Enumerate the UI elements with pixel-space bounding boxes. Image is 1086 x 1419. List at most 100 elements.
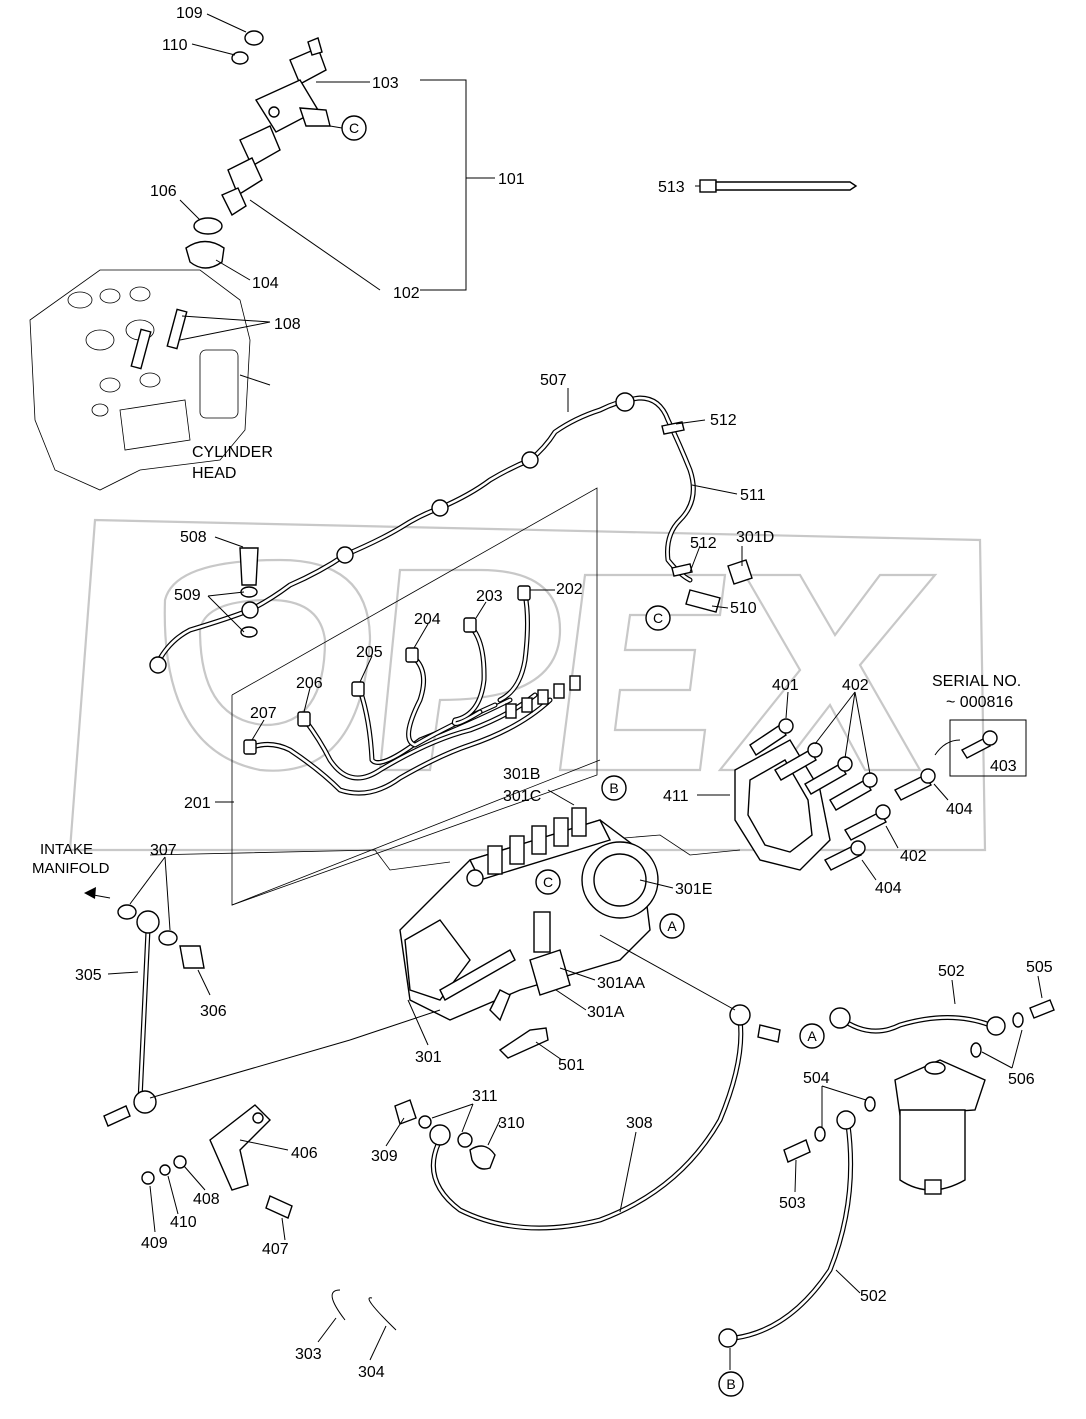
clip-303 <box>331 1289 346 1321</box>
callout: 207 <box>250 705 277 722</box>
svg-text:C: C <box>653 610 663 626</box>
serial-number-note: SERIAL NO. <box>932 673 1021 690</box>
opex-watermark <box>68 518 987 852</box>
callout: 509 <box>174 587 201 604</box>
callout: 301E <box>675 881 712 898</box>
callout: 512 <box>690 535 717 552</box>
callout: 307 <box>150 842 177 859</box>
intake-manifold-note: MANIFOLD <box>32 860 110 877</box>
injection-pump <box>399 807 659 1022</box>
injection-pipes <box>243 585 581 796</box>
callout: 301A <box>587 1004 625 1021</box>
callout: 301 <box>415 1049 442 1066</box>
callout: 206 <box>296 675 323 692</box>
callout: 503 <box>779 1195 806 1212</box>
injector-nozzle <box>221 37 331 217</box>
fuel-pipe-502 <box>718 999 1055 1348</box>
connector-a-pump: A <box>659 913 685 939</box>
pump-frame <box>149 487 741 906</box>
fuel-filter <box>894 1059 986 1195</box>
callout: 106 <box>150 183 177 200</box>
callout: 511 <box>740 487 766 504</box>
connector-markers: C C C A A B B <box>341 115 825 1397</box>
callout: 311 <box>472 1088 498 1105</box>
connector-b-pump: B <box>601 775 627 801</box>
cylinder-head-note: HEAD <box>192 465 236 482</box>
bracket-101 <box>420 79 467 291</box>
connector-c-injector: C <box>341 115 367 141</box>
connector-c-pump: C <box>535 869 561 895</box>
intake-manifold-note: INTAKE <box>40 841 93 858</box>
washer <box>240 626 258 638</box>
callout: 404 <box>946 801 973 818</box>
callout: 404 <box>875 880 902 897</box>
cylinder-head-note: CYLINDER <box>192 444 273 461</box>
cable-tie <box>699 179 858 193</box>
callout: 403 <box>990 758 1017 775</box>
svg-text:A: A <box>667 918 677 934</box>
callout: 109 <box>176 5 203 22</box>
callout: 401 <box>772 677 799 694</box>
callout: 409 <box>141 1235 168 1252</box>
callout: 508 <box>180 529 207 546</box>
callout: 504 <box>803 1070 830 1087</box>
serial-box <box>949 719 1027 777</box>
callout: 512 <box>710 412 737 429</box>
callout: 410 <box>170 1214 197 1231</box>
callout: 201 <box>184 795 211 812</box>
callout: 309 <box>371 1148 398 1165</box>
svg-text:B: B <box>609 780 618 796</box>
connector-a-filter: A <box>799 1023 825 1049</box>
nozzle-oring <box>193 217 223 235</box>
callout: 502 <box>860 1288 887 1305</box>
banjo-bolt <box>727 559 753 585</box>
notes: CYLINDER HEAD INTAKE MANIFOLD SERIAL NO.… <box>32 444 1021 877</box>
callout: 510 <box>730 600 757 617</box>
callout: 304 <box>358 1364 385 1381</box>
callout: 513 <box>658 179 685 196</box>
svg-text:A: A <box>807 1028 817 1044</box>
banjo-fitting-501 <box>498 1027 549 1059</box>
nozzle-gland <box>185 240 225 269</box>
callout: 301D <box>736 529 774 546</box>
intake-pipe <box>84 887 205 1127</box>
svg-text:B: B <box>726 1376 735 1392</box>
leader-lines <box>107 13 1043 1370</box>
gasket <box>734 739 831 871</box>
nut <box>244 30 264 46</box>
callout: 301C <box>503 788 541 805</box>
callout: 402 <box>900 848 927 865</box>
callout: 103 <box>372 75 399 92</box>
cylinder-head-sketch <box>29 269 271 491</box>
callout: 202 <box>556 581 583 598</box>
hose-clamp <box>671 563 693 577</box>
callout: 306 <box>200 1003 227 1020</box>
callout: 303 <box>295 1346 322 1363</box>
callout: 110 <box>162 37 188 54</box>
callout: 104 <box>252 275 279 292</box>
callout-labels: 109 110 103 101 106 104 102 108 513 507 … <box>75 5 1053 1381</box>
callout: 502 <box>938 963 965 980</box>
callout: 203 <box>476 588 503 605</box>
hose-clamp <box>661 421 685 435</box>
fuel-pipe-308 <box>394 1004 781 1231</box>
bolts-400 <box>749 718 936 871</box>
bolt-403 <box>961 737 991 759</box>
callout: 411 <box>663 788 689 805</box>
callout: 108 <box>274 316 301 333</box>
callout: 507 <box>540 372 567 389</box>
serial-number-note: ~ 000816 <box>946 694 1013 711</box>
hollow-screw <box>239 547 259 586</box>
washer <box>231 51 249 65</box>
callout: 308 <box>626 1115 653 1132</box>
connector-c-leakoff: C <box>645 605 671 631</box>
bracket-406 <box>141 1104 293 1219</box>
callout: 310 <box>498 1115 525 1132</box>
callout: 305 <box>75 967 102 984</box>
clip-304 <box>368 1297 397 1331</box>
callout: 102 <box>393 285 420 302</box>
callout: 501 <box>558 1057 585 1074</box>
callout: 204 <box>414 611 441 628</box>
callout: 505 <box>1026 959 1053 976</box>
